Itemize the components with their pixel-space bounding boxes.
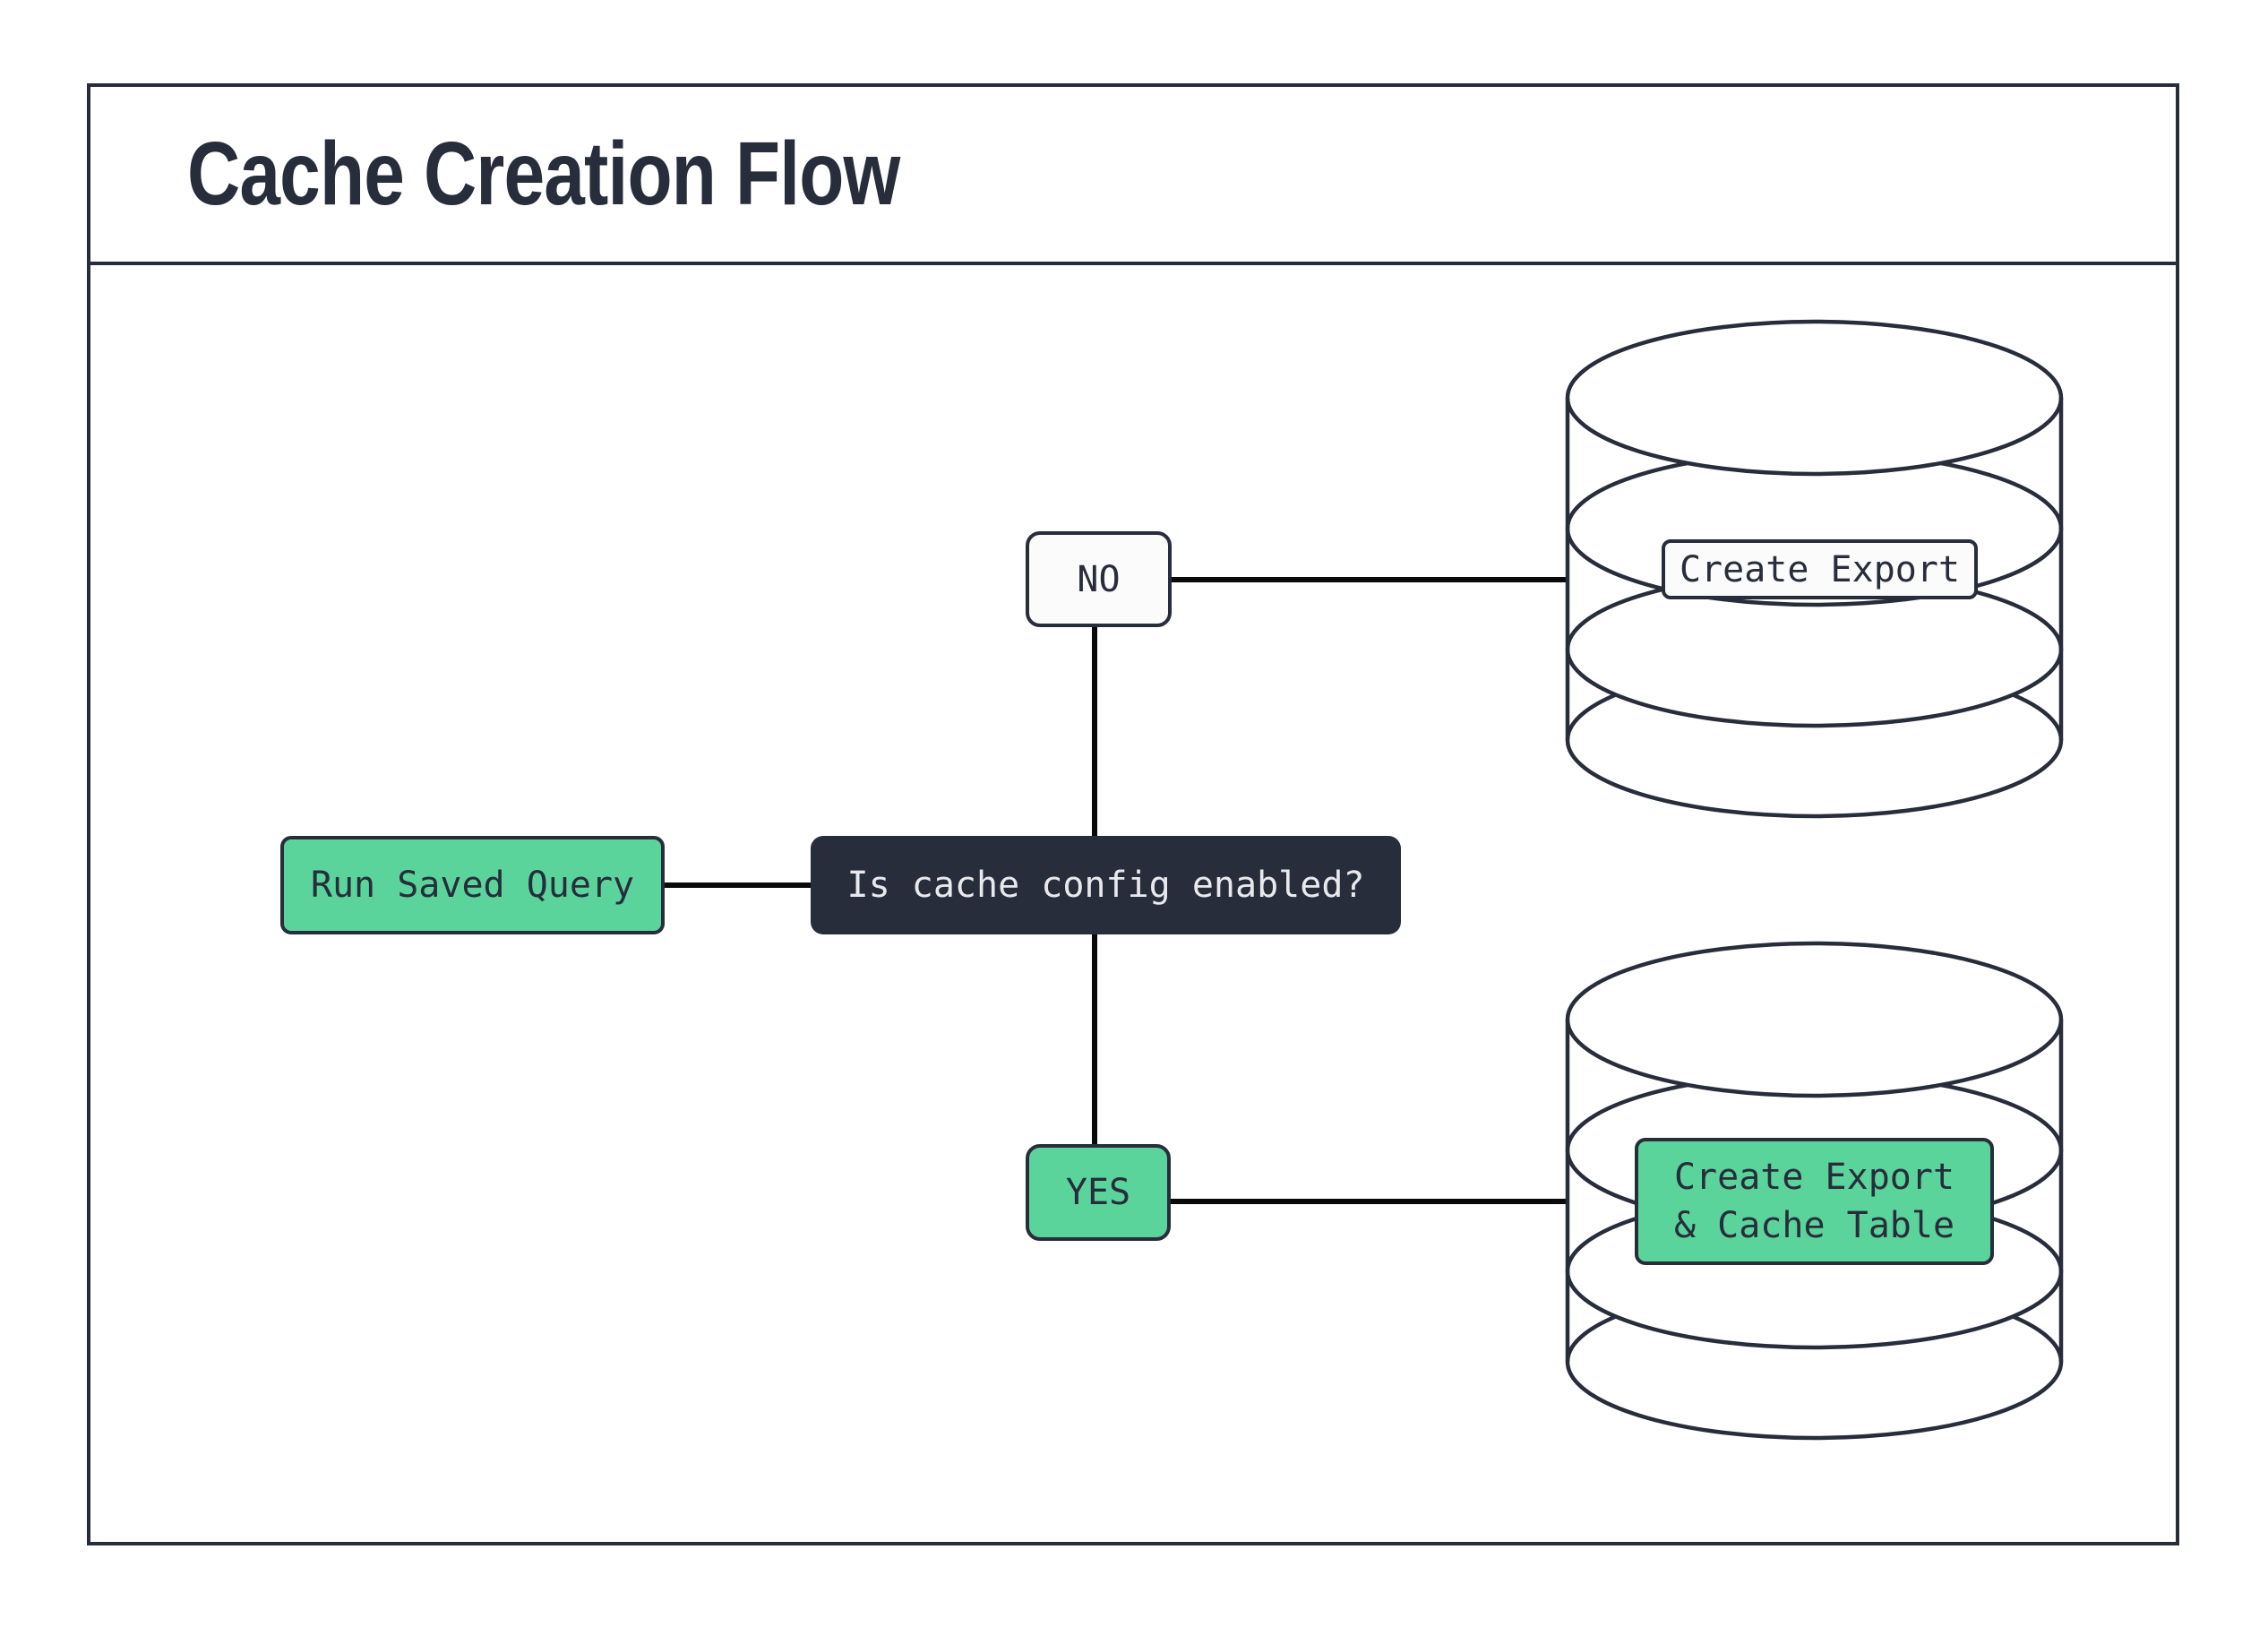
node-create-export-cache-line2: & Cache Table xyxy=(1673,1205,1955,1246)
node-decision-label: Is cache config enabled? xyxy=(846,865,1365,906)
diagram-frame: Cache Creation Flow xyxy=(87,83,2179,1545)
node-create-export-label: Create Export xyxy=(1679,548,1961,590)
node-run-saved-query: Run Saved Query xyxy=(280,836,665,934)
node-create-export-cache-line1: Create Export xyxy=(1673,1157,1955,1198)
node-no-label: NO xyxy=(1077,558,1121,600)
node-create-export: Create Export xyxy=(1662,539,1978,599)
page-title: Cache Creation Flow xyxy=(187,124,900,224)
node-yes-branch: YES xyxy=(1026,1144,1171,1241)
node-run-saved-query-label: Run Saved Query xyxy=(310,865,635,906)
node-create-export-cache-table: Create Export & Cache Table xyxy=(1635,1138,1994,1265)
diagram-header: Cache Creation Flow xyxy=(90,87,2176,265)
node-no-branch: NO xyxy=(1026,531,1172,627)
node-decision-cache-config: Is cache config enabled? xyxy=(811,836,1401,934)
node-yes-label: YES xyxy=(1065,1172,1131,1213)
